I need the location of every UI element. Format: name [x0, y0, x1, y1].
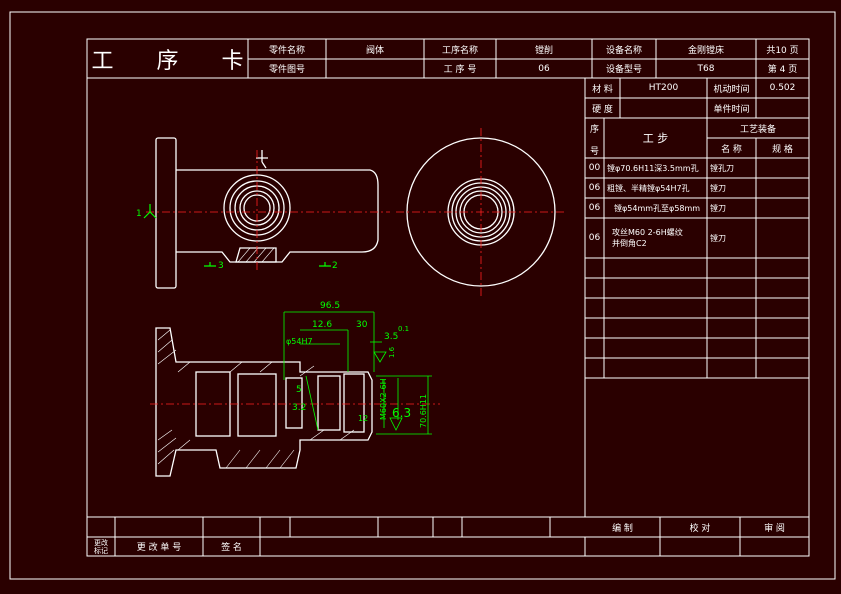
unit-time-value: [756, 98, 809, 118]
material-value: HT200: [648, 83, 679, 93]
process-name-label: 工序名称: [441, 45, 478, 56]
locator-label-2: 2: [332, 261, 338, 271]
seq-label-bottom: 号: [589, 146, 599, 157]
dim-phi54: φ54H7: [286, 337, 313, 346]
section-hatch: [157, 329, 355, 469]
step-1-tool: 镗孔刀: [710, 163, 734, 173]
tool-spec-header: 规 格: [772, 144, 793, 155]
dim-phi70: 70.6H11: [419, 394, 428, 428]
part-name-value: 阀体: [365, 45, 384, 56]
total-pages: 共10 页: [766, 45, 799, 56]
side-view-centerlines: [396, 128, 566, 296]
locator-label-1: 1: [136, 209, 142, 219]
step-3-desc: 镗φ54mm孔至φ58mm: [614, 203, 701, 213]
dim-1-6: 1.6: [388, 346, 396, 358]
part-no-value: [326, 59, 424, 78]
process-no-value: 06: [538, 63, 550, 74]
step-1-no: 00: [588, 163, 601, 173]
dim-12: 12: [358, 414, 368, 423]
outer-frame: [9, 11, 836, 580]
card-title: 工 序 卡: [91, 48, 262, 74]
front-view: [155, 137, 379, 289]
step-4-desc: 攻丝M60 2-6H螺纹 并倒角C2: [612, 228, 683, 248]
part-name-label: 零件名称: [268, 45, 305, 56]
step-1-desc: 镗φ70.6H11深3.5mm孔: [607, 163, 699, 173]
dim-m60: M60X2-6H: [379, 378, 388, 420]
compiled-by-label: 编 制: [612, 523, 633, 534]
dim-12-6: 12.6: [312, 320, 332, 330]
equipment-header: 工艺装备: [739, 124, 776, 135]
dim-5: 5: [296, 385, 302, 395]
signature-label: 签 名: [221, 543, 242, 553]
dim-6-3: 6.3: [392, 406, 411, 420]
change-mark-label: 更改 标记: [94, 538, 108, 555]
step-4-no: 06: [588, 233, 601, 243]
dimension-lines: [283, 311, 432, 435]
machine-time-value: 0.502: [769, 83, 796, 93]
reviewed-by-label: 审 阅: [764, 523, 785, 534]
process-name-value: 镗削: [534, 45, 553, 56]
seq-label-top: 序: [589, 124, 599, 135]
dim-3-5: 3.5: [384, 332, 398, 342]
unit-time-label: 单件时间: [713, 104, 750, 115]
locator-label-3: 3: [218, 261, 224, 271]
hardness-value: [620, 98, 707, 118]
step-2-desc: 粗镗、半精镗φ54H7孔: [607, 183, 690, 193]
step-3-no: 06: [588, 203, 601, 213]
page-number: 第 4 页: [767, 65, 798, 75]
step-3-tool: 镗刀: [710, 203, 726, 213]
tool-name-header: 名 称: [721, 144, 742, 155]
step-2-no: 06: [588, 183, 601, 193]
equip-model-value: T68: [697, 63, 715, 74]
front-view-hatch: [237, 247, 275, 263]
dim-3-2: 3.2: [292, 403, 306, 413]
part-no-label: 零件图号: [268, 65, 305, 75]
step-2-tool: 镗刀: [710, 183, 726, 193]
equip-model-label: 设备型号: [605, 65, 642, 75]
machine-time-label: 机动时间: [713, 84, 750, 95]
equip-name-value: 金刚镗床: [687, 45, 724, 56]
material-label: 材 料: [592, 84, 613, 95]
equip-name-label: 设备名称: [605, 45, 642, 56]
dim-96-5: 96.5: [320, 301, 340, 311]
process-no-label: 工 序 号: [443, 65, 477, 75]
step-header: 工 步: [642, 132, 669, 145]
change-doc-label: 更 改 单 号: [136, 543, 182, 553]
checked-by-label: 校 对: [689, 523, 711, 534]
section-view: [155, 327, 373, 477]
hardness-label: 硬 度: [592, 104, 613, 115]
front-view-centerlines: [146, 150, 390, 272]
step-4-tool: 镗刀: [710, 233, 726, 243]
dim-tolerance: 0.1: [398, 325, 409, 333]
dim-30: 30: [356, 320, 368, 330]
locating-marks: [143, 204, 331, 267]
